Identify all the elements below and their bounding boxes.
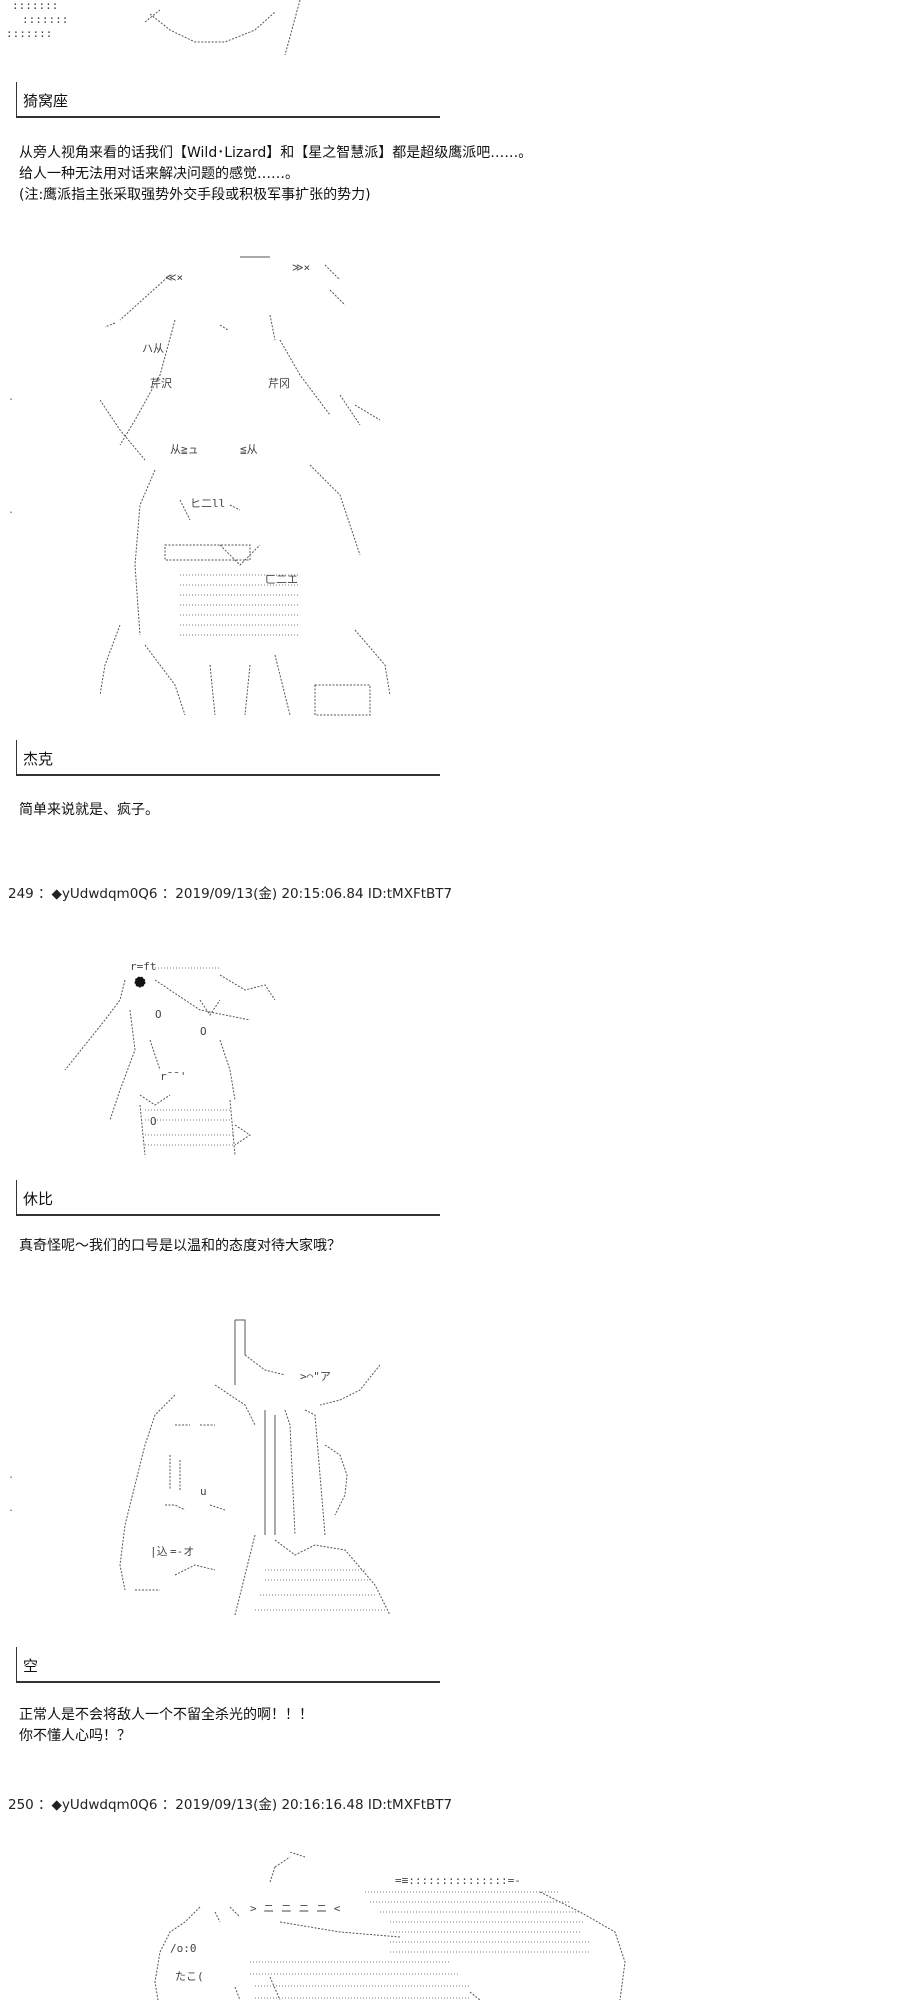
speaker-box: 杰克: [16, 740, 440, 776]
speech-line: 真奇怪呢～我们的口号是以温和的态度对待大家哦？: [19, 1238, 341, 1254]
art-text: ≦从: [240, 443, 258, 456]
speaker-box-underline: [16, 116, 440, 118]
speaker-box: 猗窝座: [16, 82, 440, 118]
art-text: O: [200, 1025, 207, 1038]
speaker-box: 空: [16, 1647, 440, 1683]
art-text: /o:0: [170, 1942, 197, 1955]
art-text: >⌒"ア: [300, 1370, 331, 1383]
art-fragment-text-2: :::::::: [22, 13, 68, 26]
speech-line: 从旁人视角来看的话我们【Wild･Lizard】和【星之智慧派】都是超级鹰派吧……: [19, 145, 533, 161]
art-text: たこ(: [175, 1970, 204, 1983]
art-text: |込: [150, 1545, 168, 1558]
art-text: 芹沢: [150, 376, 172, 390]
ascii-art-character-bottom: =≡:::::::::::::::=- > ニ ニ ニ ニ < /o:0 たこ(: [140, 1852, 640, 2000]
art-text: =-オ: [170, 1545, 194, 1558]
speaker-name: 空: [23, 1657, 39, 1675]
margin-mark: .: [8, 505, 15, 516]
art-text: > ニ ニ ニ ニ <: [250, 1902, 341, 1915]
ascii-art-fragment-top: ::::::: ::::::: :::::::: [0, 0, 320, 60]
speech-line: 给人一种无法用对话来解决问题的感觉……。: [19, 166, 299, 182]
speech-line: 正常人是不会将敌人一个不留全杀光的啊！！！: [19, 1707, 313, 1723]
speech-line: 简单来说就是、疯子。: [19, 802, 159, 818]
post-header: 250 ：◆yUdwdqm0Q6 ：2019/09/13(金) 20:16:16…: [8, 1797, 453, 1813]
ascii-art-character-small: r=ft O O r¯¯' O: [60, 960, 300, 1160]
speaker-box-border: [16, 1180, 17, 1216]
ascii-art-character-spiky-hair: ≪× ≫× ハ从 芹沢 芹冈 从≧ュ ≦从 ヒ二ll ㄈ二エ: [100, 245, 420, 725]
art-fragment-text: :::::::: [12, 0, 58, 12]
margin-mark: .: [8, 1470, 15, 1481]
speaker-box: 休比: [16, 1180, 440, 1216]
speaker-box-underline: [16, 1214, 440, 1216]
ascii-art-character-hands-up: >⌒"ア u |込 =-オ: [115, 1315, 405, 1625]
art-text: O: [155, 1008, 162, 1021]
art-text: 芹冈: [268, 377, 290, 390]
art-text: ハ从: [142, 342, 164, 355]
speech-text: 从旁人视角来看的话我们【Wild･Lizard】和【星之智慧派】都是超级鹰派吧……: [19, 143, 532, 206]
speaker-name: 猗窝座: [23, 92, 69, 110]
art-text: 从≧ュ: [170, 443, 199, 456]
art-text: ≫×: [292, 261, 310, 274]
speaker-name: 休比: [23, 1190, 54, 1208]
art-text: u: [200, 1485, 207, 1498]
speaker-name: 杰克: [23, 750, 54, 768]
art-text: r¯¯': [160, 1070, 187, 1083]
art-text: =≡:::::::::::::::=-: [395, 1874, 521, 1887]
art-text: ㄈ二エ: [265, 573, 298, 586]
speaker-box-underline: [16, 1681, 440, 1683]
speech-text: 正常人是不会将敌人一个不留全杀光的啊！！！ 你不懂人心吗！？: [19, 1705, 313, 1747]
speaker-box-border: [16, 82, 17, 118]
speaker-box-border: [16, 740, 17, 776]
speaker-box-border: [16, 1647, 17, 1683]
speech-line: (注:鹰派指主张采取强势外交手段或积极军事扩张的势力): [19, 187, 371, 203]
speech-text: 真奇怪呢～我们的口号是以温和的态度对待大家哦？: [19, 1236, 341, 1257]
speech-text: 简单来说就是、疯子。: [19, 800, 159, 821]
art-text: r=ft: [130, 960, 157, 973]
margin-mark: .: [8, 392, 15, 403]
speech-line: 你不懂人心吗！？: [19, 1728, 131, 1744]
margin-mark: .: [8, 1503, 15, 1514]
art-fragment-text-3: :::::::: [6, 27, 52, 40]
art-text: O: [150, 1115, 157, 1128]
speaker-box-underline: [16, 774, 440, 776]
post-header: 249 ：◆yUdwdqm0Q6 ：2019/09/13(金) 20:15:06…: [8, 886, 453, 902]
art-text: ヒ二ll: [190, 497, 225, 510]
art-text: ≪×: [165, 271, 183, 284]
